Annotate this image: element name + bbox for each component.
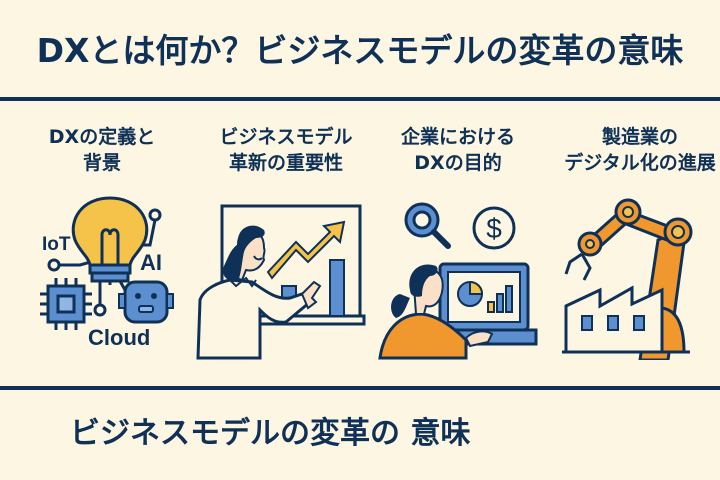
cloud-label: Cloud (88, 325, 150, 350)
presenter-chart-icon (196, 204, 366, 360)
card-business-model-innovation: ビジネスモデル 革新の重要性 (196, 124, 376, 176)
dollar-icon: $ (472, 206, 516, 250)
analyst-laptop-icon: $ (378, 202, 538, 360)
footer-caption: ビジネスモデルの変革の 意味 (70, 416, 471, 451)
iot-label: IoT (42, 234, 71, 255)
bottom-divider (0, 386, 720, 390)
top-divider (0, 97, 720, 101)
card-manufacturing-digitalization: 製造業の デジタル化の進展 (550, 124, 720, 176)
svg-text:$: $ (486, 213, 502, 244)
factory-robot-arm-icon (562, 198, 693, 360)
card-label: DXの定義と 背景 (48, 126, 156, 174)
chip-icon (40, 278, 92, 330)
magnifier-icon (404, 202, 451, 249)
robot-icon (118, 280, 174, 324)
card-dx-definition: DXの定義と 背景 (12, 124, 192, 176)
page-title: DXとは何か？ビジネスモデルの変革の意味 (36, 31, 684, 70)
ai-label: AI (140, 250, 162, 275)
card-label: 製造業の デジタル化の進展 (564, 126, 716, 174)
card-label: 企業における DXの目的 (400, 126, 515, 174)
lightbulb-tech-icon: IoT AI Cloud (40, 196, 174, 350)
card-dx-purpose: 企業における DXの目的 (368, 124, 548, 176)
card-label: ビジネスモデル 革新の重要性 (219, 126, 353, 174)
